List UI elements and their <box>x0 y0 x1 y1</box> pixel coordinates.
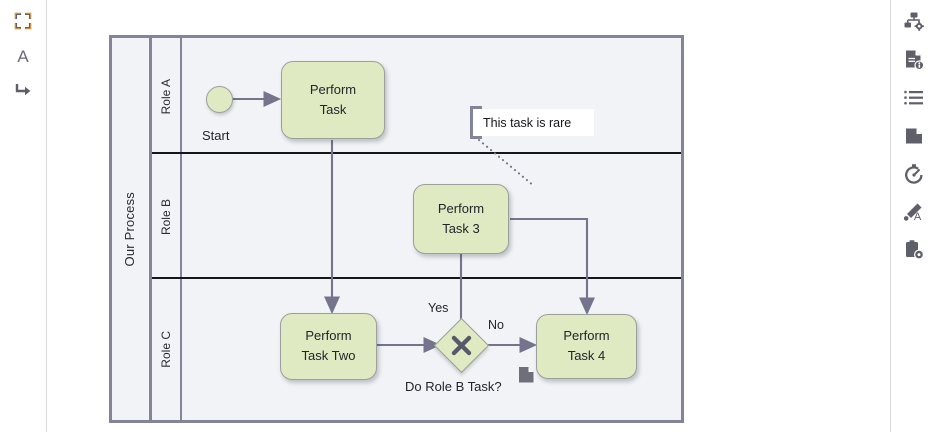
lane-label-role-a: Role A <box>159 78 173 115</box>
start-event[interactable] <box>206 86 233 113</box>
task-perform-task-3[interactable]: Perform Task 3 <box>413 184 509 254</box>
task-perform-task[interactable]: Perform Task <box>281 61 385 139</box>
lane-header-role-c[interactable]: Role C <box>152 279 182 420</box>
left-toolbar: A <box>0 0 47 432</box>
lane-divider-a-b <box>152 152 681 154</box>
task-perform-task-two[interactable]: Perform Task Two <box>280 313 377 380</box>
page-icon[interactable] <box>899 122 929 150</box>
flow-label-yes: Yes <box>428 301 449 315</box>
gateway-label: Do Role B Task? <box>405 379 502 394</box>
flow-label-no: No <box>488 318 504 332</box>
task4-line-1: Perform <box>563 328 610 344</box>
lane-label-role-c: Role C <box>159 331 173 368</box>
text-tool-icon[interactable]: A <box>8 43 38 69</box>
connector-tool-icon[interactable] <box>8 78 38 104</box>
start-event-label: Start <box>202 128 230 143</box>
task2-line-2: Task Two <box>301 348 356 363</box>
document-marker-icon[interactable] <box>518 366 535 384</box>
task3-line-1: Perform <box>437 200 485 216</box>
right-toolbar: A <box>890 0 936 432</box>
pool-header[interactable]: Our Process <box>109 35 152 423</box>
task-perform-task-4[interactable]: Perform Task 4 <box>536 314 637 379</box>
task2-line-1: Perform <box>305 328 352 344</box>
timer-icon[interactable] <box>899 160 929 188</box>
pool-label: Our Process <box>121 191 137 267</box>
clipboard-settings-icon[interactable] <box>899 236 929 264</box>
annotation-bracket-top <box>470 106 482 109</box>
svg-text:A: A <box>913 211 921 223</box>
annotation-bracket-bottom <box>470 136 482 139</box>
task3-line-2: Task 3 <box>442 220 480 236</box>
diagram-root: Our Process Role A Role B Role C <box>47 0 889 432</box>
lane-divider-b-c <box>152 277 681 279</box>
task-line-2: Task <box>319 101 347 117</box>
format-painter-icon[interactable]: A <box>899 198 929 226</box>
diagram-settings-icon[interactable] <box>899 8 929 36</box>
fit-to-screen-icon[interactable] <box>8 8 38 34</box>
task4-line-2: Task 4 <box>567 348 606 363</box>
outline-list-icon[interactable] <box>899 84 929 112</box>
annotation-text: This task is rare <box>470 109 594 136</box>
diagram-canvas[interactable]: Our Process Role A Role B Role C <box>47 0 890 432</box>
lane-header-role-b[interactable]: Role B <box>152 155 182 279</box>
svg-text:A: A <box>17 47 29 66</box>
task-line-1: Perform <box>309 81 357 97</box>
lane-header-role-a[interactable]: Role A <box>152 38 182 155</box>
text-annotation[interactable]: This task is rare <box>470 106 594 139</box>
lane-label-role-b: Role B <box>159 198 173 236</box>
document-properties-icon[interactable] <box>899 46 929 74</box>
